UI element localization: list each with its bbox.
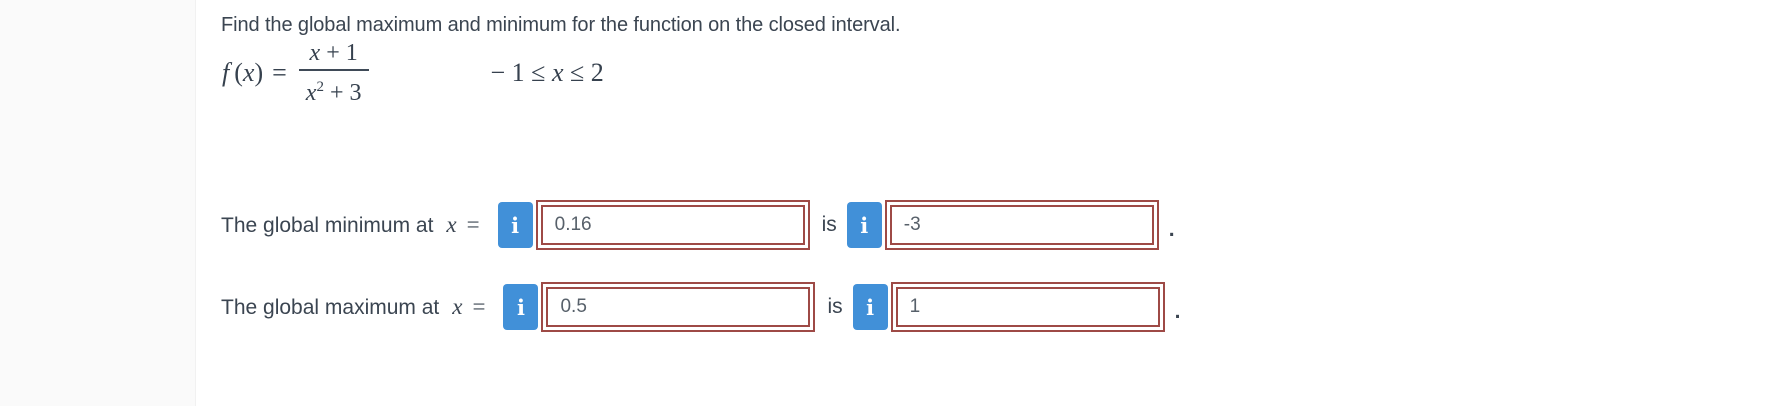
min-value-answer-box [884, 200, 1159, 250]
fraction: x + 1 x2 + 3 [298, 40, 369, 106]
global-minimum-row: The global minimum atx= i is i . [221, 200, 1175, 250]
sentence-period: . [1168, 218, 1175, 241]
info-button-min-value[interactable]: i [846, 202, 882, 248]
open-paren: ( [234, 58, 243, 87]
fraction-numerator: x + 1 [309, 40, 358, 66]
x-symbol: x [446, 212, 457, 237]
max-x-answer-box-inner [546, 287, 811, 327]
exponent: 2 [316, 79, 324, 95]
sentence-period: . [1174, 300, 1181, 323]
min-x-answer-box-inner [540, 205, 805, 245]
info-button-max-value[interactable]: i [852, 284, 888, 330]
equals-sign: = [466, 212, 480, 237]
info-button-min-x[interactable]: i [497, 202, 533, 248]
max-value-input[interactable] [897, 289, 1158, 325]
f-symbol: f [222, 58, 230, 87]
equals-sign: = [472, 294, 486, 319]
info-button-max-x[interactable]: i [503, 284, 539, 330]
question-panel: Find the global maximum and minimum for … [197, 0, 1780, 406]
min-value-input[interactable] [891, 207, 1152, 243]
equals-sign: = [272, 58, 287, 87]
close-paren: ) [254, 58, 264, 87]
x-symbol: x [242, 58, 255, 87]
function-definition: f(x) = x + 1 x2 + 3 − 1 ≤ x ≤ 2 [222, 40, 604, 106]
max-value-answer-box-inner [895, 287, 1160, 327]
function-lhs: f(x) = [222, 58, 287, 88]
min-x-answer-box [535, 200, 810, 250]
info-icon: i [516, 294, 525, 320]
info-icon: i [511, 212, 520, 238]
question-prompt: Find the global maximum and minimum for … [221, 14, 901, 36]
max-x-input[interactable] [548, 289, 809, 325]
left-gutter [0, 0, 196, 406]
is-label: is [821, 213, 837, 236]
max-x-answer-box [541, 282, 816, 332]
info-icon: i [860, 212, 869, 238]
global-maximum-row: The global maximum atx= i is i . [221, 282, 1180, 332]
interval-constraint: − 1 ≤ x ≤ 2 [490, 58, 604, 87]
is-label: is [827, 295, 843, 318]
min-x-input[interactable] [542, 207, 803, 243]
max-value-answer-box [890, 282, 1165, 332]
fraction-denominator: x2 + 3 [298, 69, 369, 106]
min-value-answer-box-inner [889, 205, 1154, 245]
x-symbol: x [452, 294, 463, 319]
info-icon: i [866, 294, 875, 320]
